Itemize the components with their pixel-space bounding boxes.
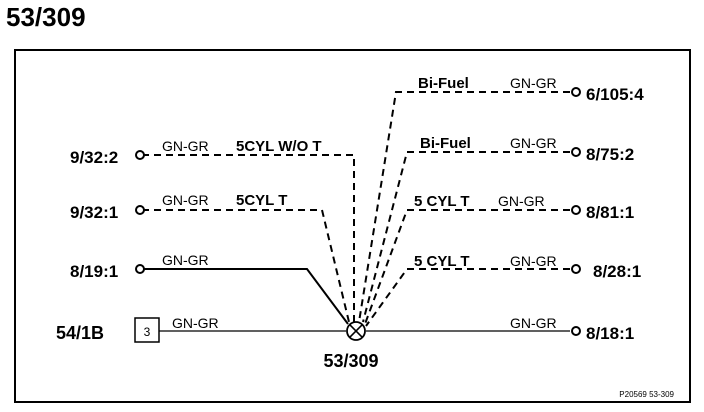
wire-line-8-28-1 [365,268,570,327]
page-title: 53/309 [6,2,86,32]
wire-color-9-32-2: GN-GR [162,138,209,154]
variant-9-32-1: 5CYL T [236,192,287,209]
wire-color-8-28-1: GN-GR [510,253,557,269]
terminal-9-32-1 [135,205,145,215]
wire-6-105-4: 6/105:4 Bi-Fuel GN-GR [358,75,644,323]
wire-9-32-2: 9/32:2 GN-GR 5CYL W/O T [70,138,355,322]
wire-color-8-81-1: GN-GR [498,193,545,209]
terminal-label-8-18-1: 8/18:1 [586,324,634,343]
wire-8-81-1: 8/81:1 5 CYL T GN-GR [364,193,634,325]
diagram-frame [14,49,691,403]
terminal-label-9-32-1: 9/32:1 [70,203,118,222]
variant-9-32-2: 5CYL W/O T [236,138,322,155]
wire-8-28-1: 8/28:1 5 CYL T GN-GR [365,253,641,327]
wire-9-32-1: 9/32:1 GN-GR 5CYL T [70,192,350,323]
wire-color-8-19-1: GN-GR [162,252,209,268]
terminal-label-9-32-2: 9/32:2 [70,148,118,167]
terminal-8-28-1 [571,264,581,274]
terminal-label-54-1b: 54/1B [56,323,104,343]
connector-box-54-1b [134,317,160,343]
wire-54-1b: 3 54/1B GN-GR [56,315,346,343]
wire-line-8-81-1 [364,209,570,325]
terminal-8-75-2 [571,147,581,157]
terminal-9-32-2 [135,150,145,160]
terminal-label-8-19-1: 8/19:1 [70,262,118,281]
figure-code: P20569 53-309 [619,390,674,399]
splice-label: 53/309 [323,351,378,371]
wire-color-8-18-1: GN-GR [510,315,557,331]
splice-node: 53/309 [323,321,379,371]
variant-6-105-4: Bi-Fuel [418,75,469,92]
wire-line-9-32-1 [142,209,350,323]
wire-line-9-32-2 [142,154,355,322]
terminal-6-105-4 [571,87,581,97]
wire-8-18-1: 8/18:1 GN-GR [366,315,634,343]
connector-pin-number: 3 [144,325,151,339]
splice-cross-b [349,324,363,338]
wire-line-6-105-4 [358,91,570,323]
variant-8-81-1: 5 CYL T [414,193,470,210]
terminal-label-8-75-2: 8/75:2 [586,145,634,164]
terminal-8-81-1 [571,205,581,215]
wire-color-54-1b: GN-GR [172,315,219,331]
wire-color-9-32-1: GN-GR [162,192,209,208]
terminal-label-8-81-1: 8/81:1 [586,203,634,222]
terminal-8-18-1 [571,326,581,336]
wire-color-8-75-2: GN-GR [510,135,557,151]
terminal-label-6-105-4: 6/105:4 [586,85,644,104]
wire-color-6-105-4: GN-GR [510,75,557,91]
wire-8-75-2: 8/75:2 Bi-Fuel GN-GR [362,135,634,323]
variant-8-28-1: 5 CYL T [414,253,470,270]
wire-8-19-1: 8/19:1 GN-GR [70,252,349,325]
terminal-8-19-1 [135,264,145,274]
wire-line-8-75-2 [362,151,570,323]
terminal-label-8-28-1: 8/28:1 [593,262,641,281]
wire-line-8-19-1 [142,268,349,325]
variant-8-75-2: Bi-Fuel [420,135,471,152]
